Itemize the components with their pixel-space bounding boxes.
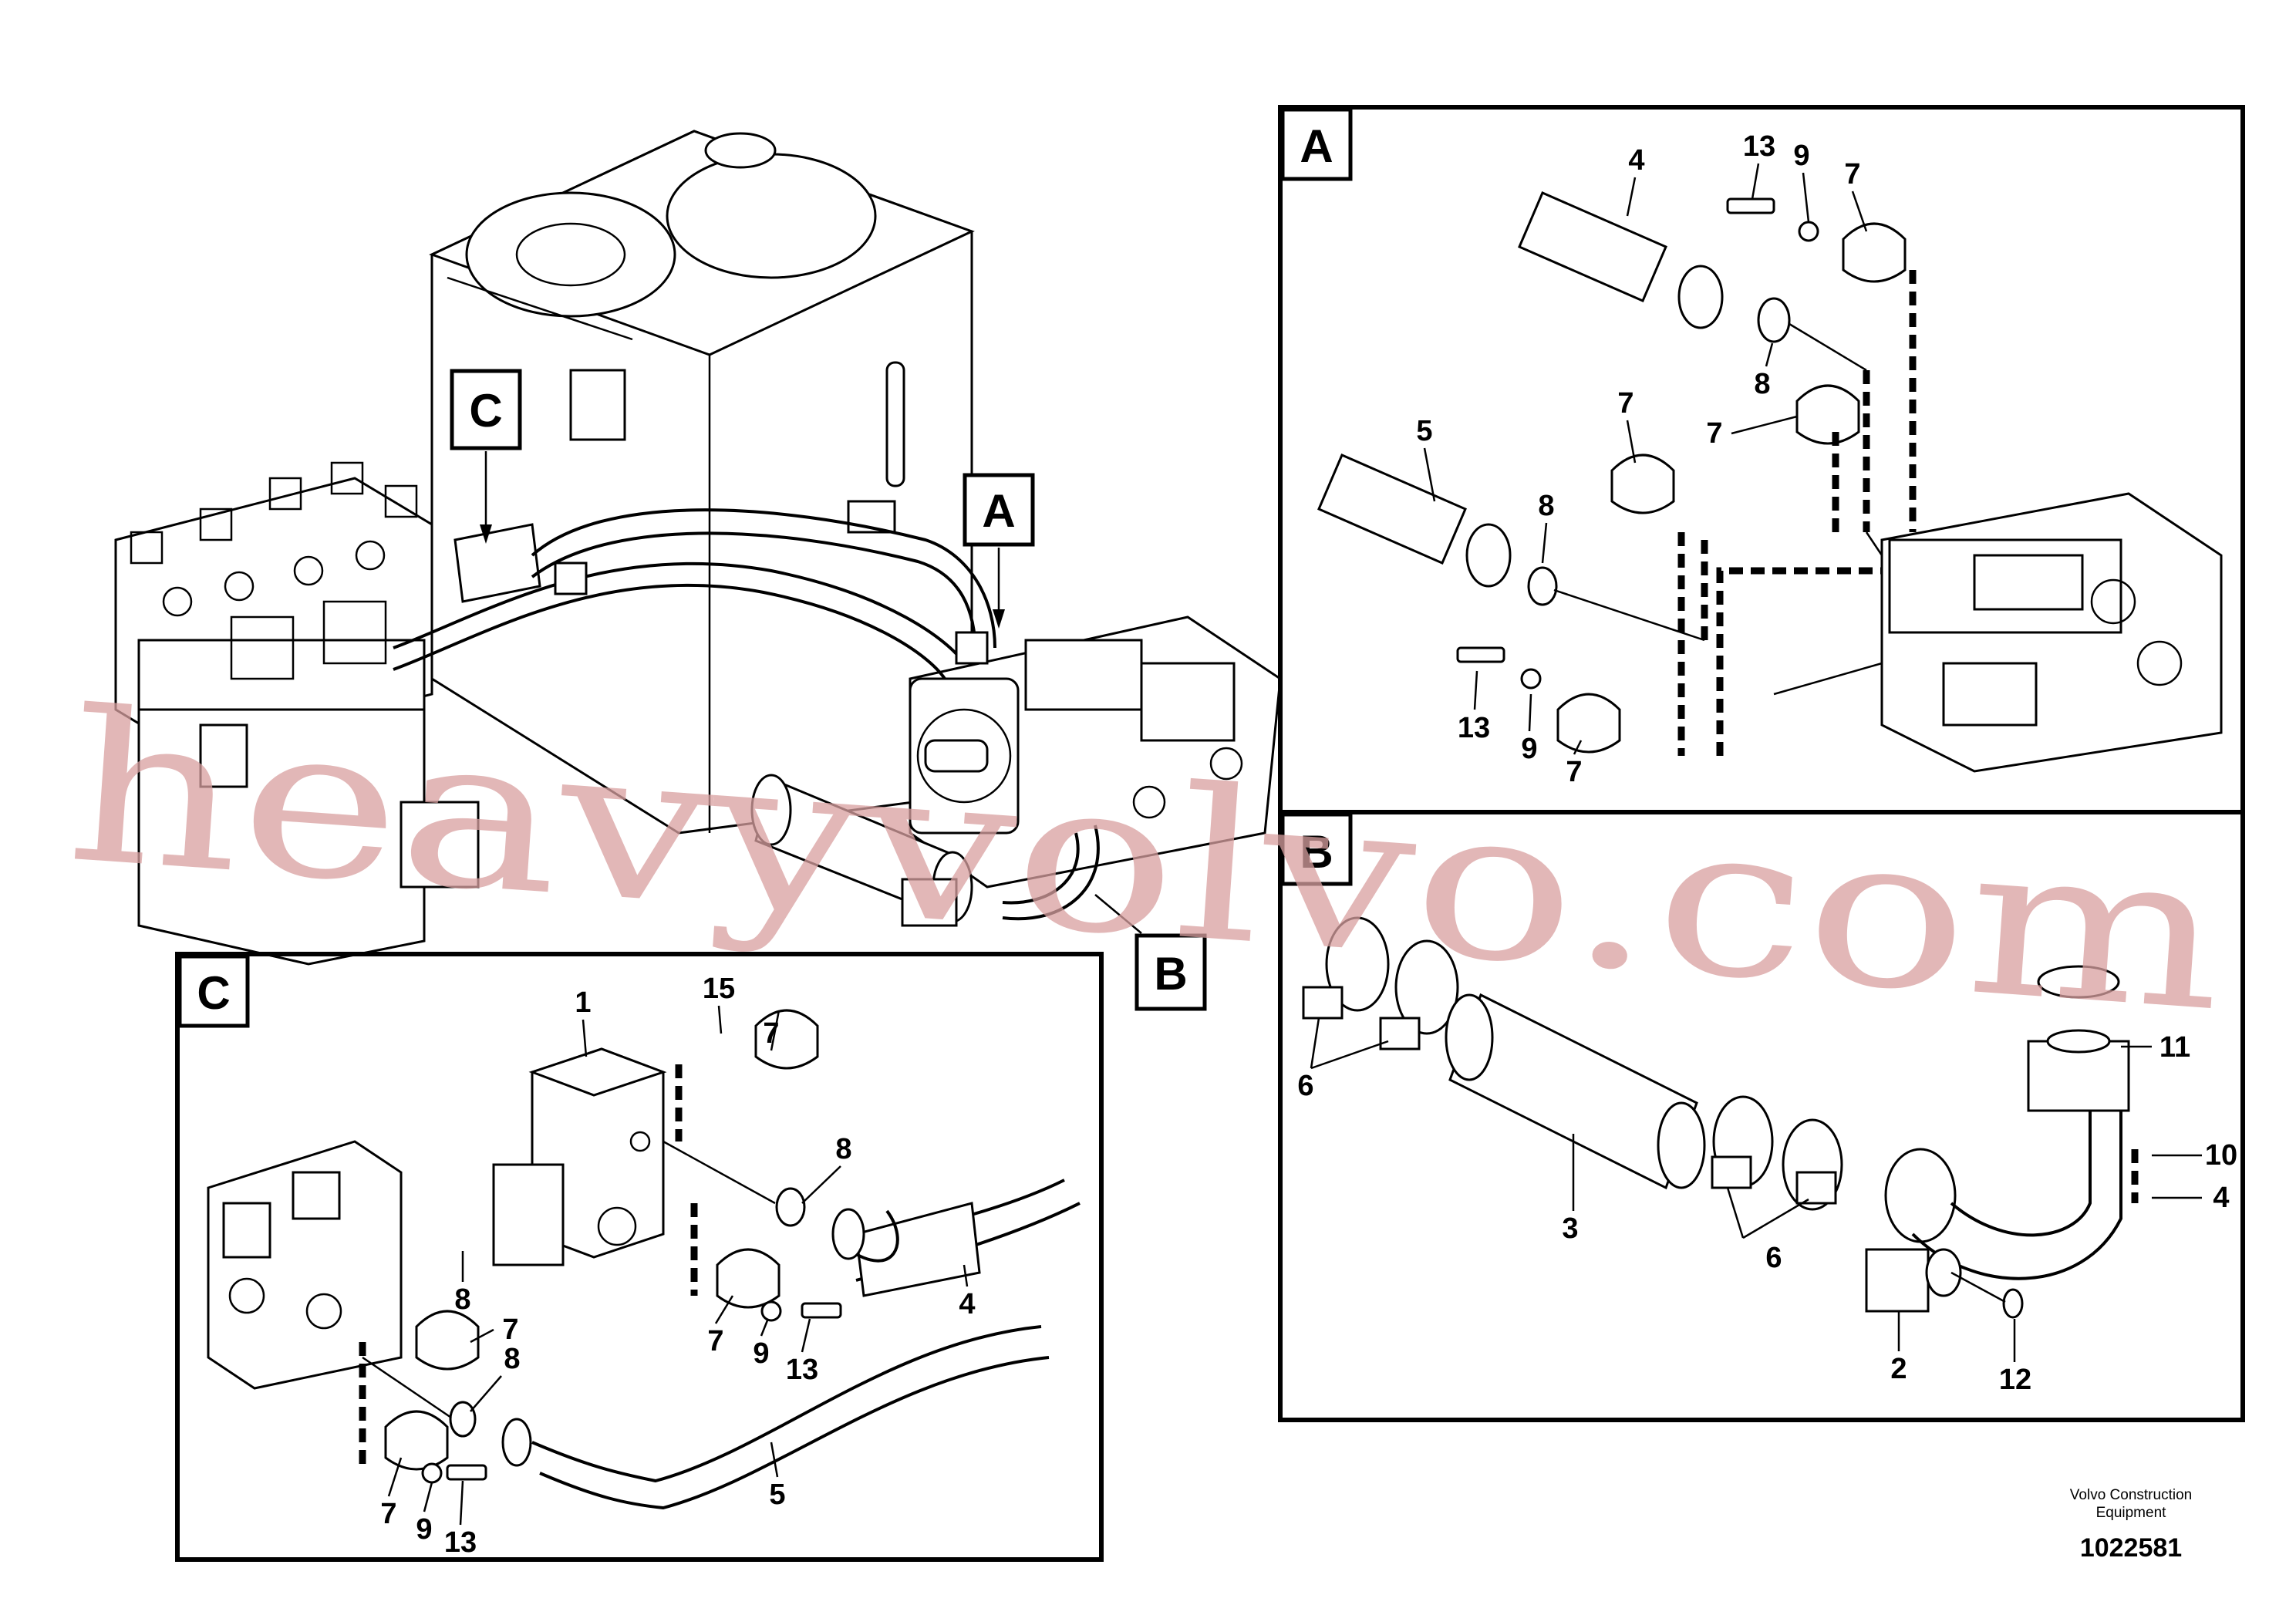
callout-c-5: 5 [769, 1479, 785, 1511]
detail-c-panel: C [175, 952, 1104, 1562]
callout-a-8-mid: 8 [1538, 490, 1554, 522]
detail-a-oring-upper [1757, 297, 1791, 343]
hydraulic-tank [429, 130, 975, 835]
detail-a-fitting-4 [1677, 265, 1724, 329]
callout-c-8-mid: 8 [504, 1343, 520, 1375]
callout-c-13-bottom: 13 [786, 1354, 818, 1386]
callout-a-7-right: 7 [1706, 417, 1722, 450]
callout-a-13-bottom: 13 [1458, 712, 1490, 744]
detail-a-hose-5 [1317, 454, 1467, 565]
callout-c-15: 15 [703, 973, 735, 1005]
detail-a-callouts: 4 13 9 7 8 7 7 5 8 13 9 7 [1416, 130, 1868, 788]
callout-b-3: 3 [1562, 1212, 1578, 1245]
callout-a-13-top: 13 [1743, 130, 1775, 163]
detail-b-callouts: 6 3 6 11 10 4 2 12 [1297, 1017, 2237, 1396]
detail-a-fitting-5 [1465, 523, 1512, 588]
callout-b-6-left: 6 [1297, 1070, 1313, 1102]
main-assembly [114, 130, 1282, 966]
detail-a-oring-lower [1527, 566, 1558, 606]
detail-marker-a: A [963, 473, 1035, 547]
callout-c-7-left: 7 [502, 1313, 518, 1346]
detail-c-label: C [197, 967, 230, 1019]
marker-b-text: B [1154, 948, 1187, 1000]
callout-a-5: 5 [1416, 415, 1432, 447]
callout-c-9-lowest: 9 [416, 1513, 432, 1546]
callout-c-4: 4 [959, 1288, 975, 1320]
cooler-tube [750, 774, 1100, 927]
callout-b-12: 12 [1999, 1364, 2031, 1396]
callout-c-7-bottom: 7 [707, 1325, 723, 1357]
callout-a-7-mid: 7 [1617, 387, 1633, 420]
callout-a-9-top: 9 [1793, 140, 1809, 172]
main-hoses [393, 508, 996, 680]
hydraulic-pump [909, 615, 1282, 889]
marker-a-text: A [982, 485, 1015, 537]
callout-a-9-bottom: 9 [1521, 733, 1537, 765]
footer: Volvo Construction Equipment 1022581 [2070, 1487, 2192, 1563]
callout-c-1: 1 [575, 986, 591, 1019]
callout-a-7-top: 7 [1844, 158, 1860, 191]
callout-c-7-lowest: 7 [380, 1498, 396, 1530]
callout-b-4: 4 [2213, 1182, 2229, 1214]
callout-b-10: 10 [2205, 1139, 2237, 1172]
company-line-2: Equipment [2096, 1505, 2167, 1521]
marker-c-text: C [469, 385, 502, 437]
callout-b-11: 11 [2159, 1031, 2190, 1064]
callout-a-4: 4 [1628, 144, 1644, 177]
marker-b-leader [1094, 894, 1142, 934]
detail-a-hose-4 [1518, 191, 1667, 302]
callout-c-8-top: 8 [835, 1133, 851, 1165]
callout-b-2: 2 [1890, 1353, 1907, 1385]
detail-a-label: A [1300, 120, 1333, 172]
callout-c-8-left: 8 [454, 1283, 470, 1316]
callout-c-13-lowest: 13 [444, 1526, 477, 1559]
drawing-number: 1022581 [2080, 1533, 2182, 1563]
detail-c-parts [207, 1009, 1081, 1510]
detail-marker-c: C [450, 369, 522, 450]
detail-b-panel: B 6 [1278, 810, 2245, 1422]
detail-a-panel: A [1278, 105, 2245, 814]
detail-b-parts [1302, 916, 2139, 1319]
callout-a-7-bottom: 7 [1566, 756, 1582, 788]
detail-b-label: B [1300, 826, 1333, 878]
detail-c-callouts: 1 15 7 8 4 8 7 8 7 9 13 7 9 13 [380, 973, 975, 1559]
detail-a-pump [1773, 492, 2223, 773]
detail-a-clamps [1456, 197, 1917, 756]
detail-marker-b: B [1135, 933, 1207, 1011]
company-line-1: Volvo Construction [2070, 1487, 2192, 1503]
callout-a-8-top: 8 [1754, 368, 1770, 400]
callout-b-6-right: 6 [1765, 1242, 1782, 1274]
callout-c-9-bottom: 9 [753, 1337, 769, 1370]
